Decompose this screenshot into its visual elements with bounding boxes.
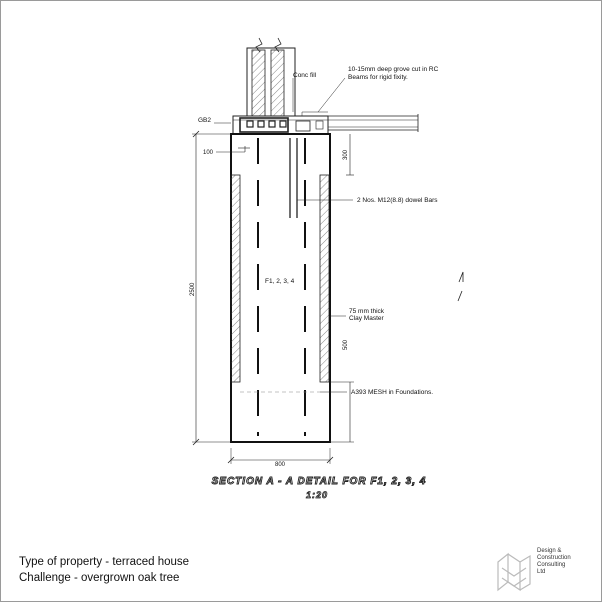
- dim-overall-depth: 2500: [190, 282, 196, 296]
- clay-master-line1: 75 mm thick: [349, 308, 385, 315]
- clay-master-line2: Clay Master: [349, 315, 385, 322]
- pile-ref-label: F1, 2, 3, 4: [265, 278, 295, 285]
- company-name: Design & Construction Consulting Ltd: [537, 548, 597, 576]
- project-info: Type of property - terraced house Challe…: [19, 554, 189, 586]
- section-scale: 1:20: [306, 490, 328, 500]
- property-type-text: Type of property - terraced house: [19, 556, 190, 568]
- mesh-note: A393 MESH in Foundations.: [351, 389, 433, 396]
- beam-ref-label: GB2: [198, 117, 211, 124]
- brand-line4: Ltd: [537, 569, 546, 575]
- dim-cover-left: 100: [203, 150, 214, 156]
- brand-line2: Construction: [537, 555, 571, 561]
- brick-wall: [246, 37, 296, 117]
- brand-line3: Consulting: [537, 562, 566, 568]
- leader-lines: [214, 77, 353, 393]
- ground-beam: [232, 111, 419, 135]
- dimension-lines: [192, 130, 354, 464]
- section-title: SECTION A - A DETAIL FOR F1, 2, 3, 4: [212, 476, 427, 487]
- section-marker-fragment: [458, 271, 464, 283]
- dowel-note: 2 Nos. M12(8.8) dowel Bars: [357, 197, 438, 204]
- dim-bottom-zone: 500: [343, 339, 349, 350]
- brand-line1: Design &: [537, 548, 562, 554]
- challenge-text: Challenge - overgrown oak tree: [19, 572, 180, 584]
- groove-note-line1: 10-15mm deep grove cut in RC: [348, 66, 439, 73]
- dim-width: 800: [275, 462, 286, 468]
- groove-note-line2: Beams for rigid fixity.: [348, 74, 408, 81]
- company-logo: [497, 552, 531, 592]
- conc-fill-label: Conc fill: [293, 72, 317, 79]
- dim-top-zone: 300: [343, 149, 349, 160]
- pile-foundation: [230, 133, 331, 443]
